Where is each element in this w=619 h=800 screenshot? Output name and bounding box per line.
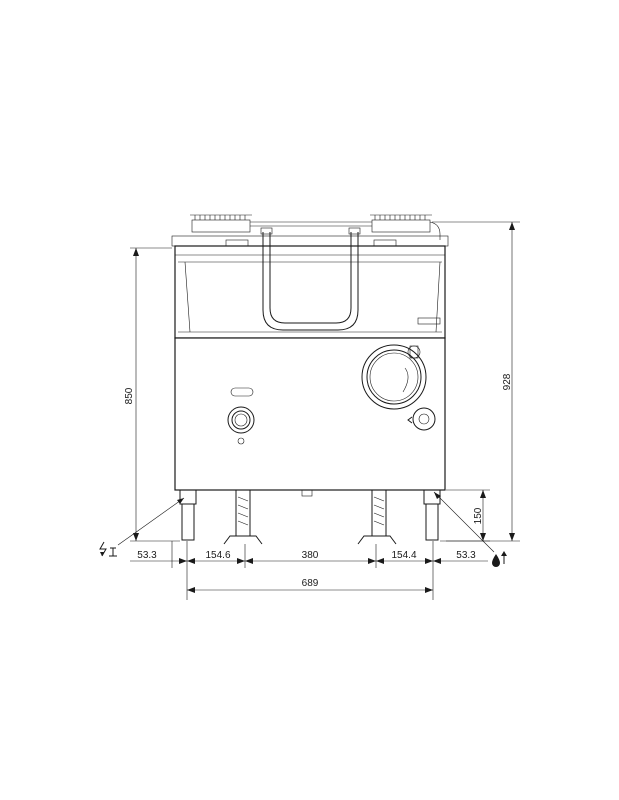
top-grill-left (190, 214, 252, 233)
dimension-left-leg-label: 154.6 (205, 550, 230, 561)
cabinet (174, 337, 446, 491)
dimension-689-label: 689 (302, 578, 319, 589)
horizontal-chain-dimension (130, 541, 488, 600)
dimension-850-label: 850 (124, 387, 135, 404)
tilting-pan (174, 245, 446, 339)
legs (179, 489, 441, 545)
lid-top (250, 221, 441, 240)
pan-support (171, 235, 449, 247)
dimension-928-label: 928 (502, 373, 513, 390)
dimension-right-leg-label: 154.4 (391, 550, 416, 561)
dimension-right-margin-label: 53.3 (456, 550, 476, 561)
dimension-150-label: 150 (473, 507, 484, 524)
connection-leaders (117, 491, 495, 553)
tilt-handwheel (361, 344, 427, 410)
tap-knob (407, 407, 436, 431)
control-knob (227, 387, 255, 445)
electric-connection-icon (99, 541, 117, 557)
dimension-689 (187, 587, 433, 593)
lid-handle (260, 227, 361, 331)
dimension-center-span-label: 380 (302, 550, 319, 561)
top-grill-right (370, 214, 432, 233)
dimension-left-margin-label: 53.3 (137, 550, 157, 561)
water-connection-icon (492, 551, 507, 567)
dimension-850 (130, 247, 180, 542)
